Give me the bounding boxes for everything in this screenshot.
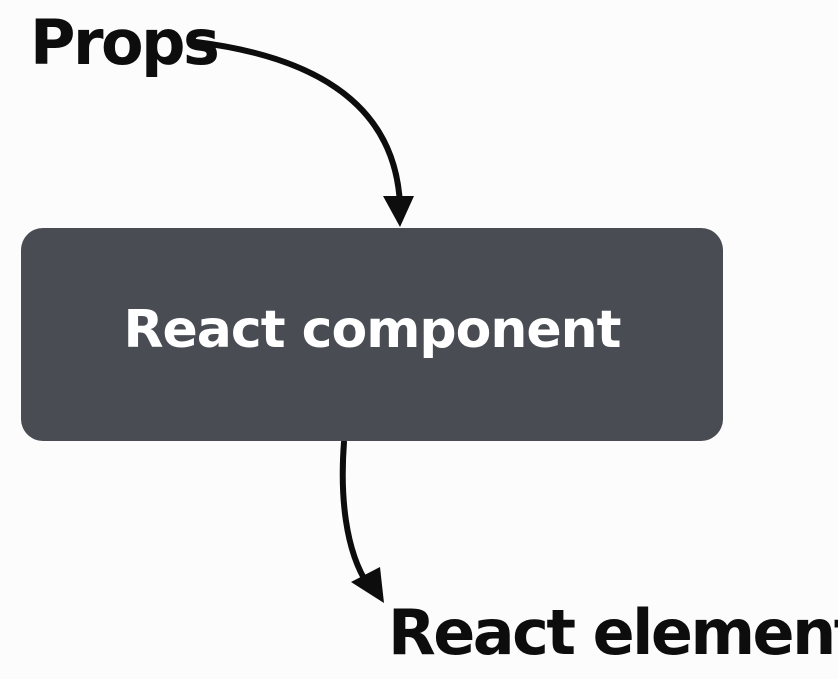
- react-element-label: React element: [388, 596, 838, 669]
- react-component-label: React component: [123, 299, 621, 360]
- props-arrowhead: [383, 196, 414, 227]
- react-component-box: React component: [21, 228, 723, 441]
- element-arrowhead: [351, 567, 384, 603]
- component-to-element-arrow: [339, 439, 371, 588]
- props-label: Props: [30, 6, 220, 79]
- props-to-component-arrow: [193, 39, 403, 208]
